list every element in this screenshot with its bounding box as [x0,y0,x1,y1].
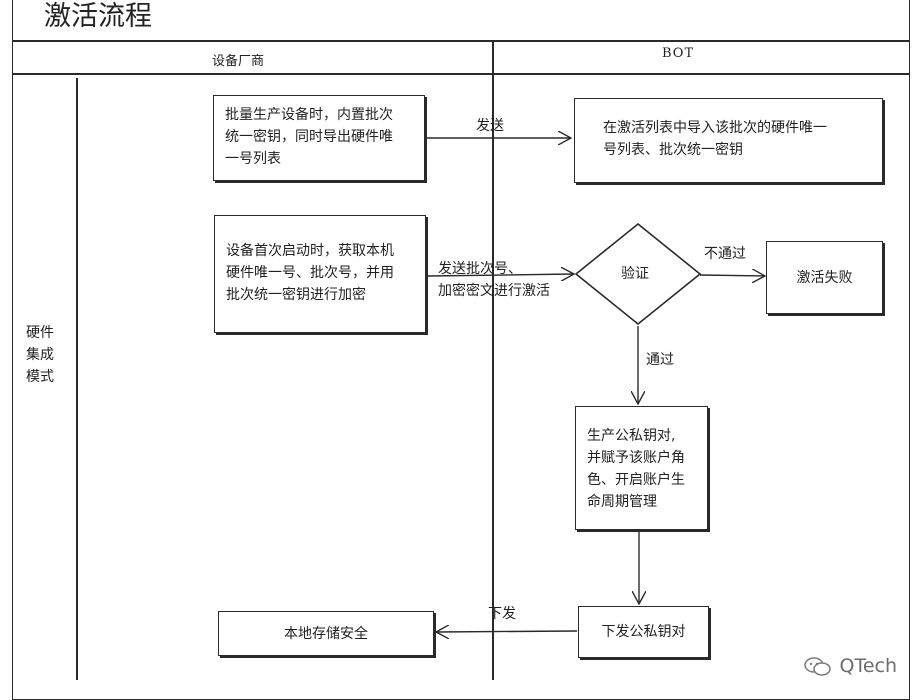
edge-label-send-batch: 发送批次号、 加密密文进行激活 [438,261,550,299]
box-first-boot: 设备首次启动时，获取本机 硬件唯一号、批次号，并用 批次统一密钥进行加密 [214,215,426,333]
header-top-line [12,40,910,42]
header-bottom-line [12,73,910,75]
box-batch-produce: 批量生产设备时，内置批次 统一密钥，同时导出硬件唯 一号列表 [213,95,425,181]
side-divider [76,78,78,680]
lane-divider [492,40,494,680]
watermark-text: QTech [839,655,897,677]
edge-label-issue: 下发 [488,606,516,622]
wechat-icon [803,656,833,676]
lane-header-bot: BOT [662,46,695,61]
box-import-list: 在激活列表中导入该批次的硬件唯一 号列表、批次统一密钥 [574,98,883,183]
diagram-title: 激活流程 [44,1,152,32]
arrow-send-batch [427,274,574,276]
edge-label-not-pass: 不通过 [704,246,746,262]
lane-header-vendor: 设备厂商 [212,54,265,69]
watermark-logo: QTech [803,655,897,677]
edge-label-pass: 通过 [646,352,674,368]
side-label: 硬件 集成 模式 [26,322,60,388]
verify-diamond [574,222,702,326]
box-issue-keys: 下发公私钥对 [578,606,709,658]
side-label-line: 模式 [26,369,54,385]
arrow-issue [436,631,578,632]
edge-label-send: 发送 [476,118,504,134]
connectors [426,0,921,677]
box-activation-failed: 激活失败 [766,241,883,314]
box-local-storage: 本地存储安全 [218,611,434,656]
verify-label: 验证 [621,266,649,282]
box-generate-keys: 生产公私钥对, 并赋予该账户角 色、开启账户生 命周期管理 [575,406,708,530]
side-label-line: 集成 [26,347,54,363]
side-label-line: 硬件 [26,325,54,341]
arrow-not-pass [699,275,765,276]
